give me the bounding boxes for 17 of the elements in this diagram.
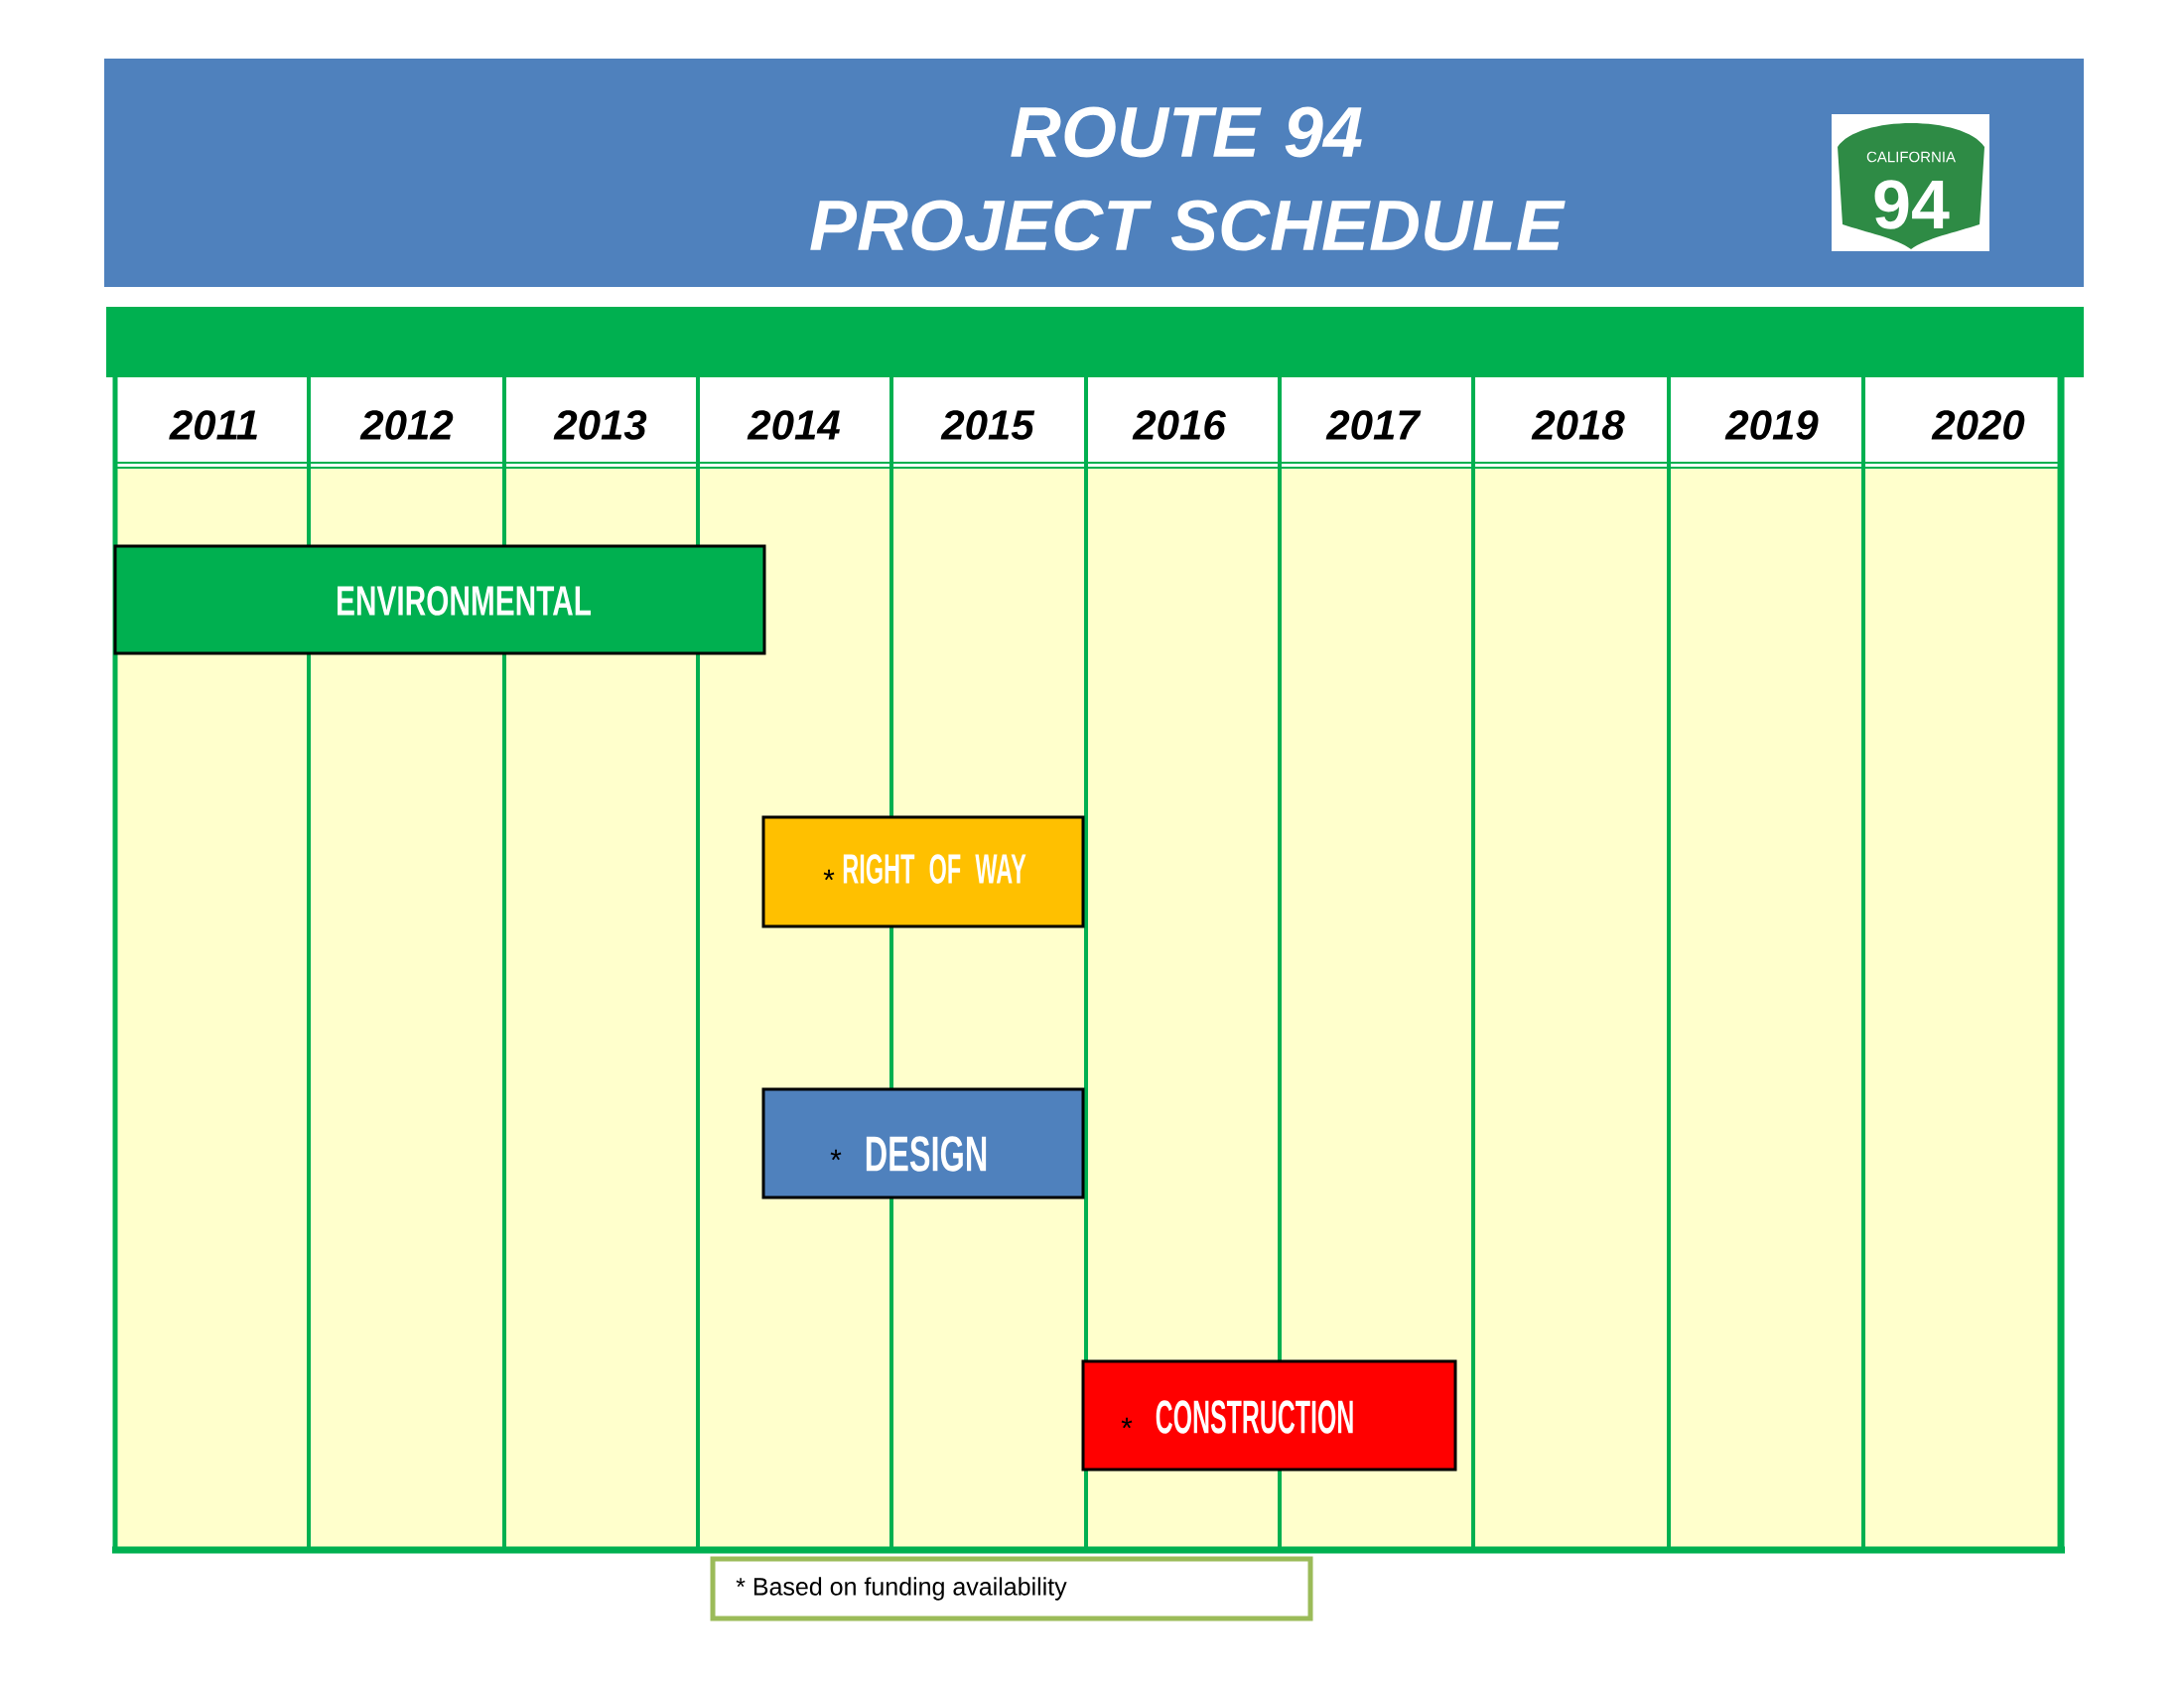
year-label: 2018 xyxy=(1531,410,1625,440)
year-label: 2011 xyxy=(169,410,257,440)
title: ROUTE 94 PROJECT SCHEDULE xyxy=(810,106,1566,251)
year-label: 2013 xyxy=(553,410,647,440)
schedule-bar: * RIGHT OF WAY xyxy=(761,815,1085,928)
year-label: 2015 xyxy=(940,410,1035,440)
note-box: * Based on funding availability xyxy=(710,1556,1313,1621)
year-label: 2014 xyxy=(747,410,840,440)
route-shield: CALIFORNIA 94 xyxy=(1832,114,1990,251)
schedule-bar: * CONSTRUCTION xyxy=(1081,1359,1457,1472)
schedule-bar: ENVIRONMENTAL xyxy=(113,544,766,655)
schedule-bar: * DESIGN xyxy=(761,1087,1085,1199)
year-label: 2012 xyxy=(359,410,454,440)
year-label: 2019 xyxy=(1724,410,1819,440)
year-label: 2016 xyxy=(1132,410,1226,440)
year-label: 2017 xyxy=(1325,410,1422,440)
year-label: 2020 xyxy=(1931,410,2025,440)
